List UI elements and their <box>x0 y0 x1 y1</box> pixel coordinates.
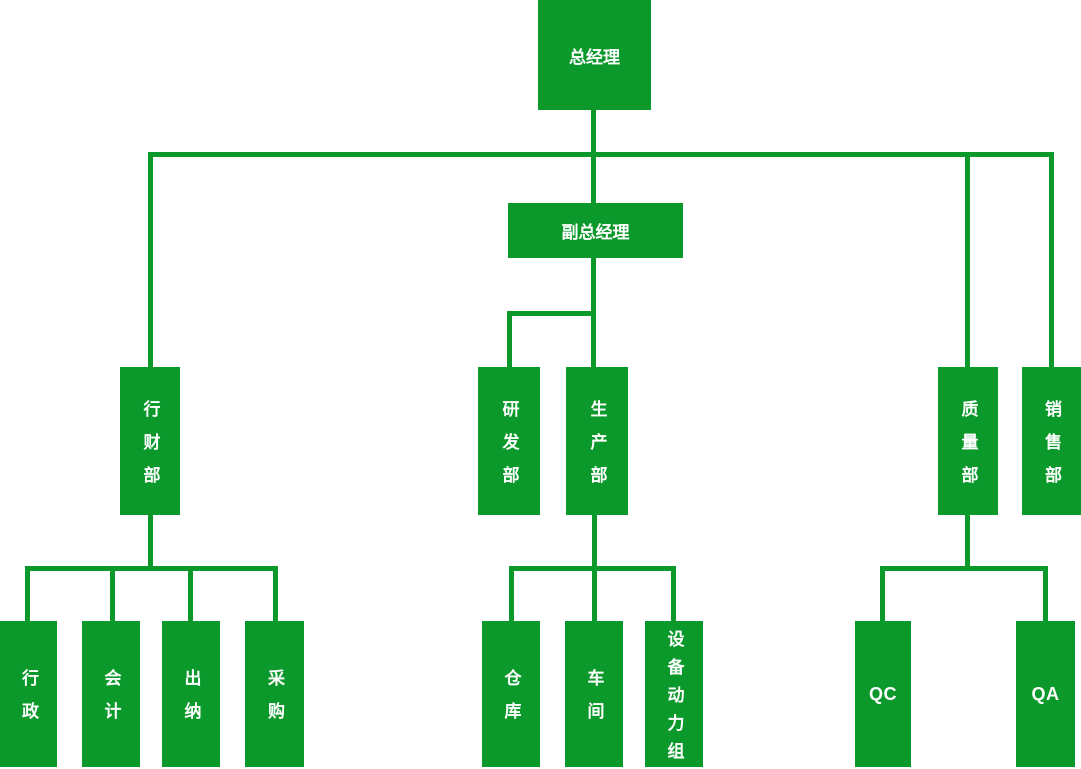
connector-rd-drop <box>507 311 512 367</box>
node-label-warehouse: 仓库 <box>501 669 521 735</box>
node-label-qc: QC <box>869 683 897 704</box>
connector-drop-equipment <box>671 566 676 621</box>
connector-production-down <box>592 515 597 571</box>
node-cashier: 出纳 <box>162 621 220 767</box>
node-label-cashier: 出纳 <box>181 669 201 735</box>
node-sales-dept: 销售部 <box>1022 367 1081 515</box>
connector-drop-cashier <box>188 566 193 621</box>
connector-quality-down <box>965 515 970 571</box>
node-equipment-power-group: 设备动力组 <box>645 621 703 769</box>
node-general-manager: 总经理 <box>538 0 651 110</box>
connector-admin-finance-bus <box>25 566 278 571</box>
node-quality-dept: 质量部 <box>938 367 998 515</box>
node-label-rd-dept: 研发部 <box>499 399 519 499</box>
node-qa: QA <box>1016 621 1075 767</box>
connector-drop-admin-finance <box>148 152 153 367</box>
node-qc: QC <box>855 621 911 767</box>
connector-quality-bus <box>880 566 1048 571</box>
connector-drop-procurement <box>273 566 278 621</box>
node-label-production-dept: 生产部 <box>587 399 607 499</box>
node-label-admin: 行政 <box>19 669 38 735</box>
connector-drop-admin <box>25 566 30 621</box>
connector-drop-accounting <box>110 566 115 621</box>
connector-main-horizontal <box>148 152 1054 157</box>
node-accounting: 会计 <box>82 621 140 767</box>
node-label-equipment-power-group: 设备动力组 <box>664 629 684 769</box>
node-label-workshop: 车间 <box>584 669 604 735</box>
node-deputy-general-manager: 副总经理 <box>508 203 683 258</box>
node-admin-finance-dept: 行财部 <box>120 367 180 515</box>
node-label-accounting: 会计 <box>101 669 121 735</box>
connector-drop-quality <box>965 152 970 367</box>
node-label-quality-dept: 质量部 <box>958 399 978 499</box>
node-label-general-manager: 总经理 <box>569 47 620 67</box>
connector-rd-elbow-horizontal <box>507 311 596 316</box>
node-label-deputy-general-manager: 副总经理 <box>561 223 630 242</box>
connector-drop-qa <box>1043 566 1048 621</box>
node-label-qa: QA <box>1031 683 1060 704</box>
connector-admin-finance-down <box>148 515 153 571</box>
node-warehouse: 仓库 <box>482 621 540 767</box>
node-label-procurement: 采购 <box>265 669 284 735</box>
node-procurement: 采购 <box>245 621 304 767</box>
node-production-dept: 生产部 <box>566 367 628 515</box>
connector-drop-workshop <box>592 566 597 621</box>
connector-drop-sales <box>1049 152 1054 367</box>
node-admin: 行政 <box>0 621 57 767</box>
node-label-sales-dept: 销售部 <box>1042 399 1061 499</box>
connector-drop-qc <box>880 566 885 621</box>
node-rd-dept: 研发部 <box>478 367 540 515</box>
connector-drop-warehouse <box>509 566 514 621</box>
node-label-admin-finance-dept: 行财部 <box>140 399 160 499</box>
node-workshop: 车间 <box>565 621 623 767</box>
